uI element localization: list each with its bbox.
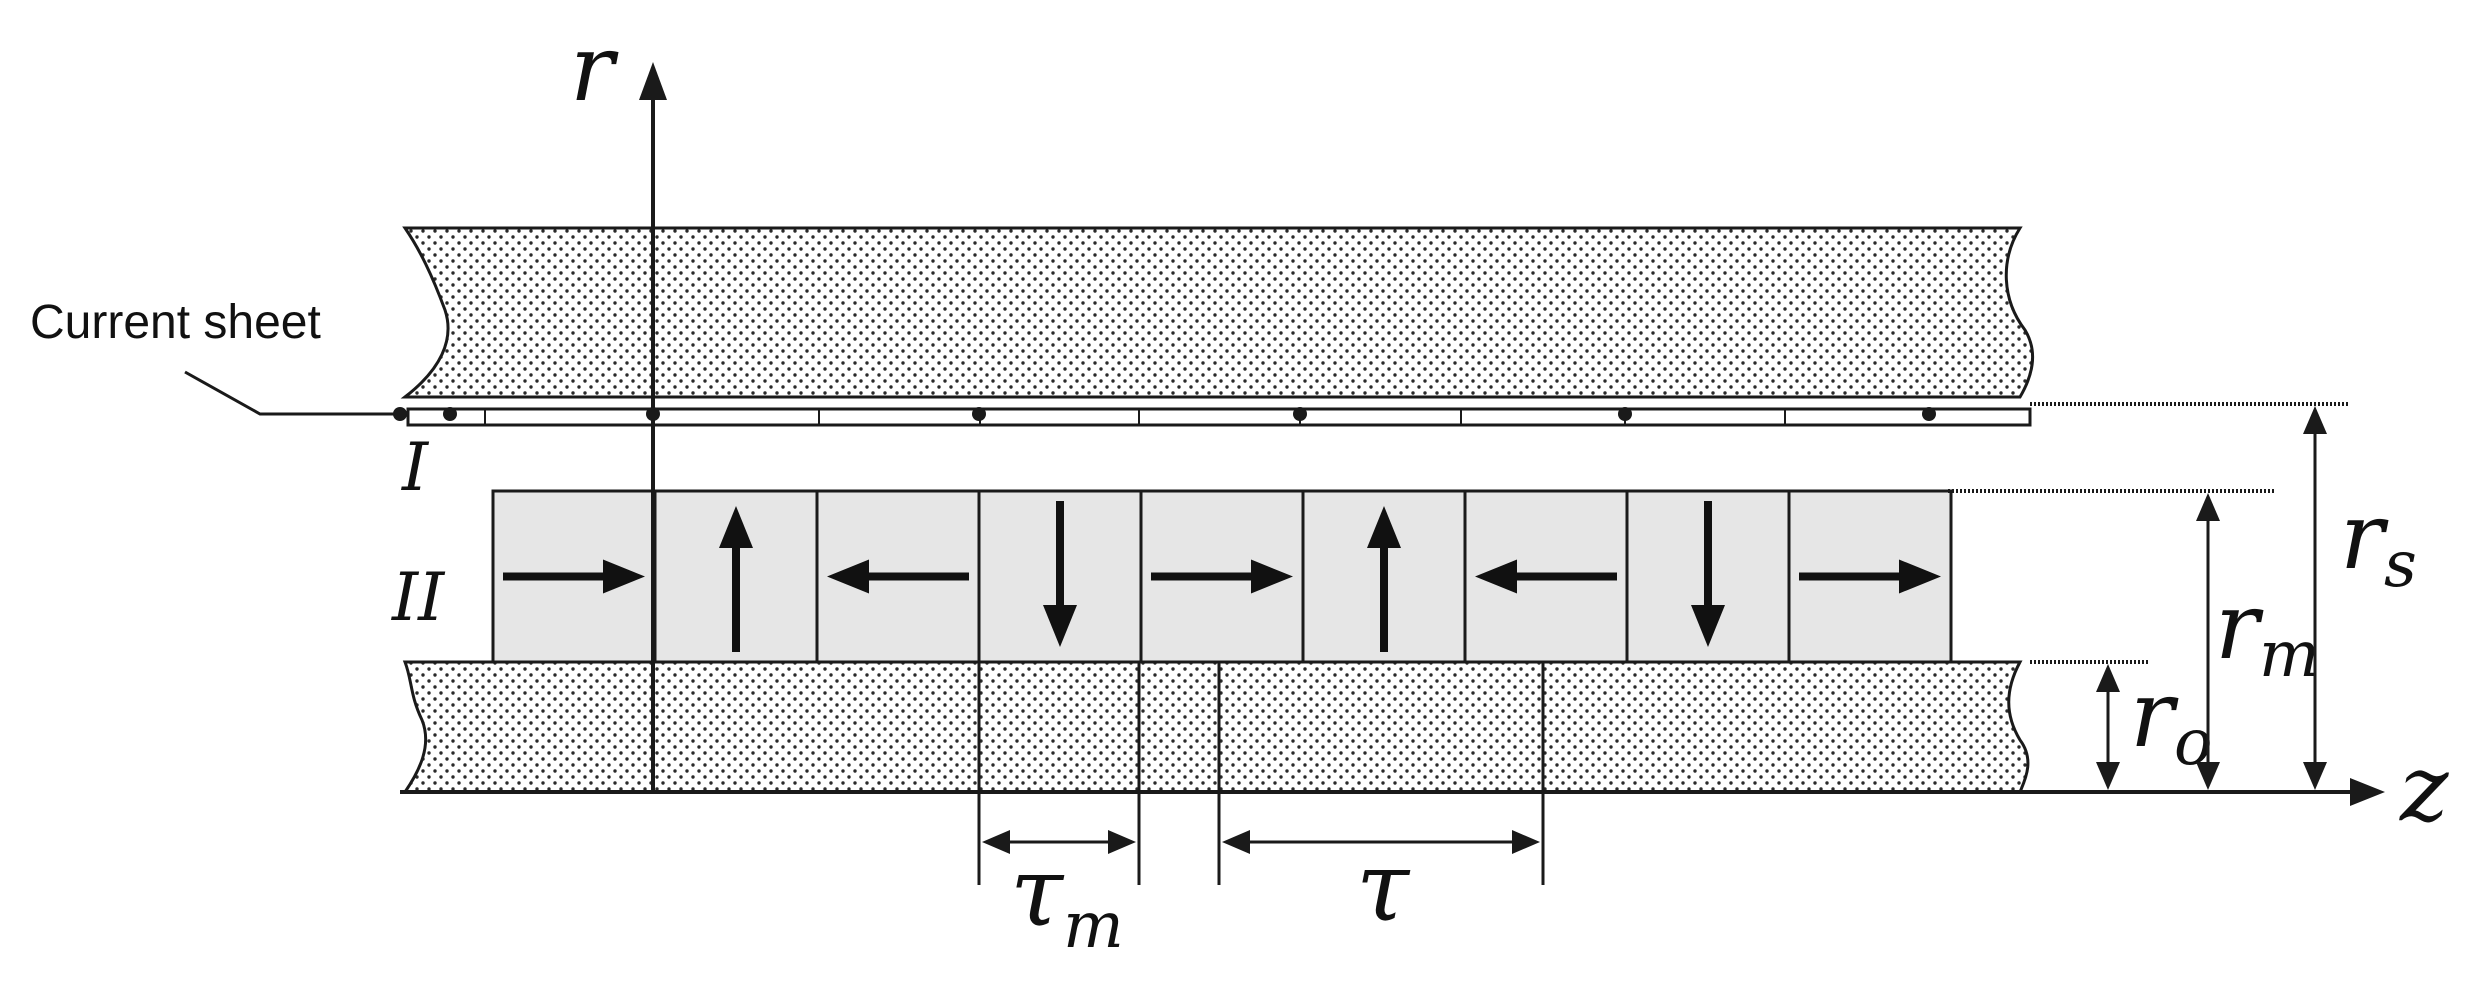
magnetization-arrow-right	[1151, 559, 1293, 594]
magnetization-arrow-down	[1691, 501, 1725, 647]
r-axis-arrowhead	[639, 62, 667, 100]
magnetization-arrow-right	[503, 559, 645, 594]
r-m-label: rm	[2215, 573, 2320, 692]
current-dot	[443, 407, 457, 421]
r-s-dimension	[2303, 406, 2327, 790]
magnet-segment	[491, 489, 657, 664]
z-axis-label: z	[2399, 735, 2449, 842]
r-m-base: r	[2215, 573, 2264, 680]
magnetization-arrow-left	[1475, 559, 1617, 594]
magnetization-arrow-right	[1799, 559, 1941, 594]
current-sheet-label: Current sheet	[30, 296, 321, 349]
r-s-base: r	[2340, 483, 2389, 590]
current-dot	[972, 407, 986, 421]
magnet-segment	[1625, 489, 1791, 664]
tau-dimension	[1217, 662, 1545, 885]
r-s-label: rs	[2340, 483, 2417, 602]
current-dot	[1922, 407, 1936, 421]
magnet-segment	[1301, 489, 1467, 664]
z-axis-arrowhead	[2350, 778, 2385, 806]
r-o-dimension	[2096, 664, 2120, 790]
magnet-segment	[977, 489, 1143, 664]
magnetization-arrow-up	[1367, 506, 1401, 652]
magnet-array	[491, 489, 1953, 664]
mover-back-iron	[402, 660, 2030, 794]
magnet-segment	[815, 489, 981, 664]
current-sheet-leader-dot	[393, 407, 407, 421]
region-II-label: II	[391, 559, 446, 636]
magnetization-arrow-down	[1043, 501, 1077, 647]
magnetization-arrow-up	[719, 506, 753, 652]
magnet-segment	[1463, 489, 1629, 664]
magnet-segment	[653, 489, 819, 664]
r-m-dimension	[2196, 493, 2220, 790]
r-axis-label: r	[570, 15, 619, 122]
tau-m-sub: m	[1063, 889, 1124, 963]
r-s-sub: s	[2384, 528, 2417, 602]
tau-label: τ	[1356, 831, 1411, 943]
r-m-sub: m	[2259, 618, 2320, 692]
r-o-base: r	[2130, 661, 2179, 768]
tau-m-base: τ	[1010, 836, 1065, 948]
magnetization-arrow-left	[827, 559, 969, 594]
region-I-label: I	[401, 429, 430, 506]
tau-m-label: τm	[1010, 836, 1124, 963]
current-dot	[1618, 407, 1632, 421]
current-dot	[1293, 407, 1307, 421]
stator-iron	[400, 226, 2035, 399]
current-sheet-leader	[184, 370, 400, 416]
magnet-segment	[1139, 489, 1305, 664]
tau-m-dimension	[977, 662, 1141, 885]
magnet-segment	[1787, 489, 1953, 664]
current-sheet-strip	[406, 402, 2348, 427]
